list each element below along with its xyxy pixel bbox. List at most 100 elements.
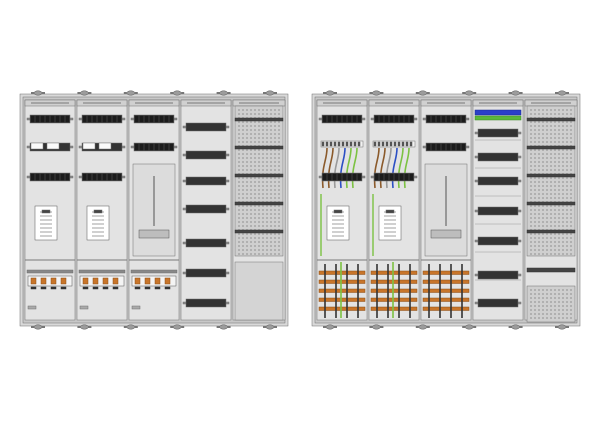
perforation-hole (538, 125, 540, 127)
perforation-hole (546, 165, 548, 167)
breaker-module (117, 173, 122, 181)
din-rail-icon (78, 114, 126, 124)
perforation-hole (254, 181, 256, 183)
perforation-hole (246, 133, 248, 135)
perforation-hole (278, 125, 280, 127)
perforation-hole (570, 153, 572, 155)
perforation-hole (246, 153, 248, 155)
perforation-hole (566, 193, 568, 195)
perforation-hole (238, 165, 240, 167)
breaker-module (112, 115, 117, 123)
perforation-hole (250, 249, 252, 251)
perforation-hole (550, 225, 552, 227)
perforation-hole (274, 141, 276, 143)
perforation-hole (250, 153, 252, 155)
perforation-hole (250, 137, 252, 139)
perforation-hole (278, 149, 280, 151)
perforation-hole (270, 149, 272, 151)
busbar (370, 270, 418, 275)
perforation-hole (278, 113, 280, 115)
perforation-hole (270, 141, 272, 143)
perforation-hole (558, 237, 560, 239)
hinge-tab (134, 92, 138, 94)
breaker-row (477, 236, 519, 246)
wire (379, 147, 386, 189)
perforation-hole (530, 125, 532, 127)
perforation-hole (554, 113, 556, 115)
perforation-hole (570, 149, 572, 151)
perforation-hole (558, 305, 560, 307)
hinge-tab (170, 326, 174, 328)
perforation-hole (562, 225, 564, 227)
perforation-hole (254, 221, 256, 223)
hinge-tab (274, 92, 277, 94)
perforation-hole (562, 209, 564, 211)
perforation-hole (566, 189, 568, 191)
perforation-hole (538, 249, 540, 251)
perforation-hole (266, 109, 268, 111)
perforation-hole (550, 165, 552, 167)
breaker-row (185, 204, 227, 214)
perforation-hole (266, 181, 268, 183)
hinge-tab (323, 326, 326, 328)
breaker-module (389, 173, 394, 181)
perforation-hole (270, 121, 272, 123)
perforation-hole (250, 157, 252, 159)
perforation-hole (238, 149, 240, 151)
busbar (422, 270, 470, 275)
perforation-hole (238, 245, 240, 247)
perforation-hole (238, 153, 240, 155)
perforation-hole (254, 121, 256, 123)
breaker-module (149, 143, 154, 151)
mounting-rail (526, 117, 576, 122)
perforation-hole (542, 133, 544, 135)
perforation-hole (530, 317, 532, 319)
perforation-hole (554, 169, 556, 171)
perforation-hole (266, 121, 268, 123)
perforation-hole (546, 233, 548, 235)
perforation-hole (530, 253, 532, 255)
hinge-tab (31, 92, 34, 94)
perforation-hole (558, 249, 560, 251)
perforation-hole (550, 121, 552, 123)
perforation-hole (566, 233, 568, 235)
hinge-knob (557, 90, 567, 96)
perforation-hole (258, 153, 260, 155)
hinge-knob (372, 324, 381, 330)
hinge-tab (369, 92, 373, 94)
perforation-hole (534, 213, 536, 215)
breaker-module (347, 115, 352, 123)
perforation-hole (238, 233, 240, 235)
perforation-hole (242, 125, 244, 127)
perforation-hole (242, 161, 244, 163)
perforation-hole (554, 137, 556, 139)
breaker-row (373, 114, 415, 124)
perforation-hole (534, 165, 536, 167)
perforation-hole (278, 157, 280, 159)
hinge-tab (473, 92, 477, 94)
perforation-hole (570, 185, 572, 187)
perforation-hole (238, 157, 240, 159)
hinge-knob (80, 90, 89, 96)
perforation-hole (250, 133, 252, 135)
perforation-hole (250, 121, 252, 123)
perforation-hole (270, 193, 272, 195)
hinge-knob (418, 324, 428, 330)
perforation-hole (254, 153, 256, 155)
perforation-hole (554, 301, 556, 303)
perforation-hole (546, 133, 548, 135)
perforation-hole (570, 189, 572, 191)
terminal (349, 141, 353, 147)
perforation-hole (550, 221, 552, 223)
breaker-module (164, 115, 169, 123)
hinge-icon (323, 90, 337, 96)
terminal-copper (50, 277, 57, 285)
mounting-rail (526, 173, 576, 178)
perforation-hole (270, 161, 272, 163)
perforation-hole (246, 233, 248, 235)
perforation-hole (238, 193, 240, 195)
perforation-hole (546, 305, 548, 307)
perforation-hole (570, 161, 572, 163)
breaker-module (40, 173, 45, 181)
perforation-hole (250, 165, 252, 167)
